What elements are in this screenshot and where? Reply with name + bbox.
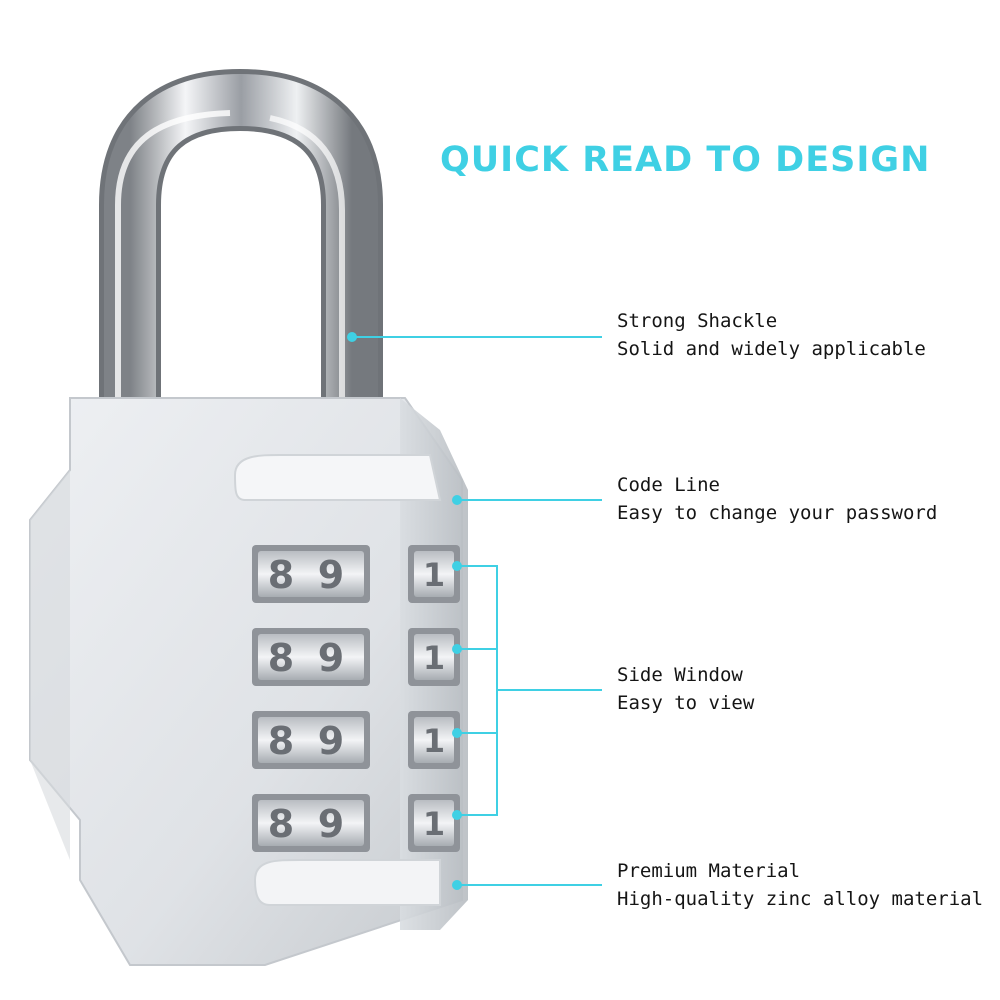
side-digit: 1 — [423, 639, 445, 677]
callout-premium-material: Premium Material High-quality zinc alloy… — [617, 857, 997, 913]
headline: QUICK READ TO DESIGN — [440, 140, 931, 180]
front-digit: 8 — [268, 802, 294, 846]
callout-side-window: Side Window Easy to view — [617, 661, 997, 717]
callout-code-line: Code Line Easy to change your password — [617, 471, 997, 527]
callout-description: Solid and widely applicable — [617, 338, 926, 360]
callout-strong-shackle: Strong Shackle Solid and widely applicab… — [617, 307, 997, 363]
side-digit: 1 — [423, 805, 445, 843]
side-digit: 1 — [423, 556, 445, 594]
dial-wheel — [252, 711, 460, 769]
front-digit: 9 — [318, 553, 344, 597]
callout-description: High-quality zinc alloy material — [617, 888, 984, 910]
callout-title: Premium Material — [617, 860, 801, 882]
front-digit: 8 — [268, 719, 294, 763]
callout-leaders — [347, 332, 602, 890]
callout-title: Strong Shackle — [617, 310, 778, 332]
front-digit: 8 — [268, 553, 294, 597]
dial-wheels: 8 9 8 9 8 9 8 9 1 1 1 1 — [252, 545, 460, 852]
callout-description: Easy to view — [617, 692, 755, 714]
dial-wheel — [252, 545, 460, 603]
dial-wheel — [252, 628, 460, 686]
front-digit: 9 — [318, 636, 344, 680]
front-digit: 8 — [268, 636, 294, 680]
side-digit: 1 — [423, 722, 445, 760]
callout-title: Code Line — [617, 474, 720, 496]
callout-title: Side Window — [617, 664, 743, 686]
leader-bracket-side-window — [457, 565, 602, 816]
dial-wheel — [252, 794, 460, 852]
front-digit: 9 — [318, 802, 344, 846]
front-digit: 9 — [318, 719, 344, 763]
callout-description: Easy to change your password — [617, 502, 938, 524]
